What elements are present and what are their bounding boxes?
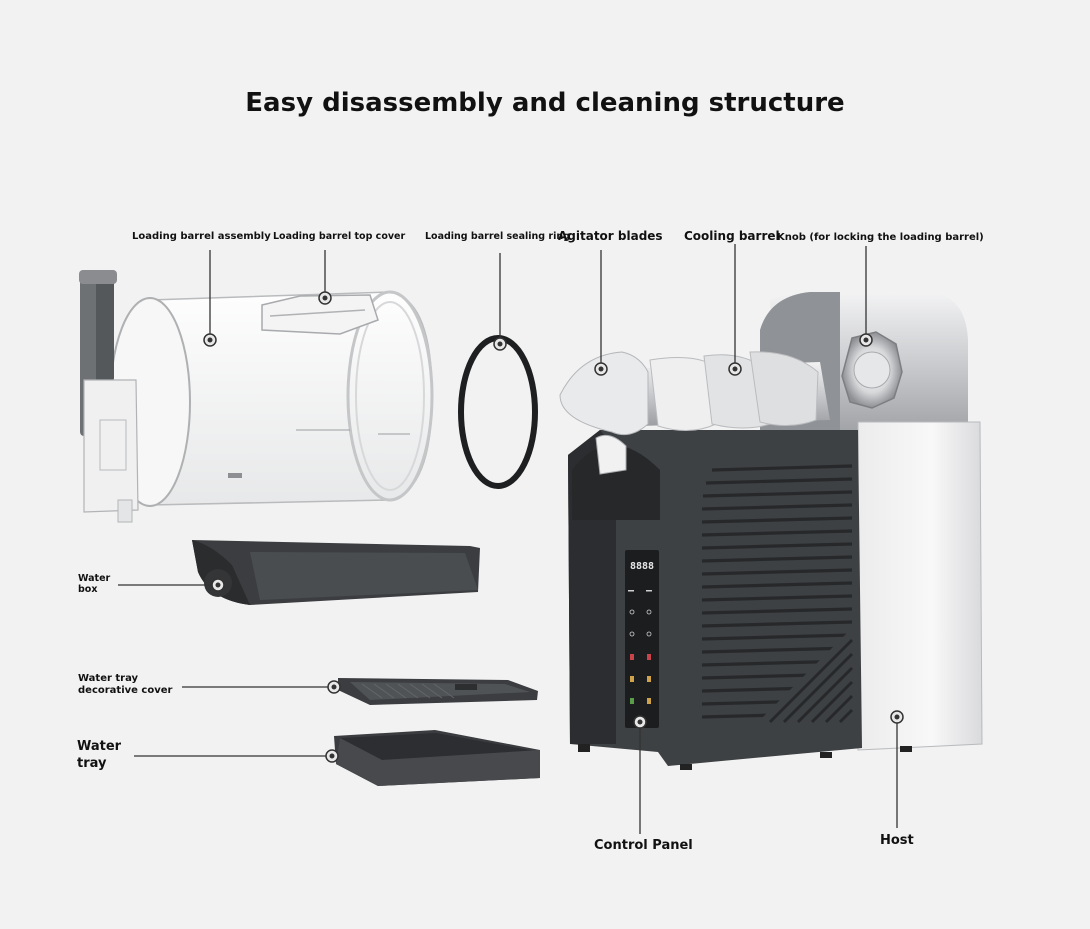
label-water-box-line1: Water (78, 573, 111, 584)
label-loading-barrel-top-cover: Loading barrel top cover (273, 231, 406, 242)
page-title: Easy disassembly and cleaning structure (245, 88, 845, 118)
label-loading-barrel-sealing-ring: Loading barrel sealing ring (425, 231, 570, 242)
label-water-tray-line2: tray (77, 755, 107, 771)
leader-lines (118, 244, 898, 834)
label-water-tray-cover: Water tray decorative cover (78, 673, 172, 697)
loading-barrel-assembly (79, 270, 434, 523)
label-agitator-blades: Agitator blades (558, 229, 663, 243)
label-water-tray-cover-line2: decorative cover (78, 685, 173, 696)
label-control-panel: Control Panel (594, 838, 693, 853)
agitator-blades (559, 351, 830, 475)
marker-dots (203, 291, 904, 763)
water-tray (334, 730, 540, 786)
knob (841, 331, 903, 409)
label-water-tray: Water tray (77, 739, 121, 773)
label-water-tray-cover-line1: Water tray (78, 673, 139, 684)
sealing-ring (458, 335, 538, 489)
label-water-tray-line1: Water (77, 739, 122, 754)
label-water-box: Water box (78, 573, 110, 596)
water-tray-cover (338, 678, 538, 705)
label-cooling-barrel: Cooling barrel (684, 229, 780, 243)
control-panel (625, 550, 659, 728)
label-loading-barrel-assembly: Loading barrel assembly (132, 231, 271, 242)
water-box (192, 540, 480, 605)
control-panel-display: 8888 (629, 561, 655, 572)
label-knob: Knob (for locking the loading barrel) (777, 232, 984, 243)
label-water-box-line2: box (78, 584, 98, 596)
label-host: Host (880, 833, 914, 848)
